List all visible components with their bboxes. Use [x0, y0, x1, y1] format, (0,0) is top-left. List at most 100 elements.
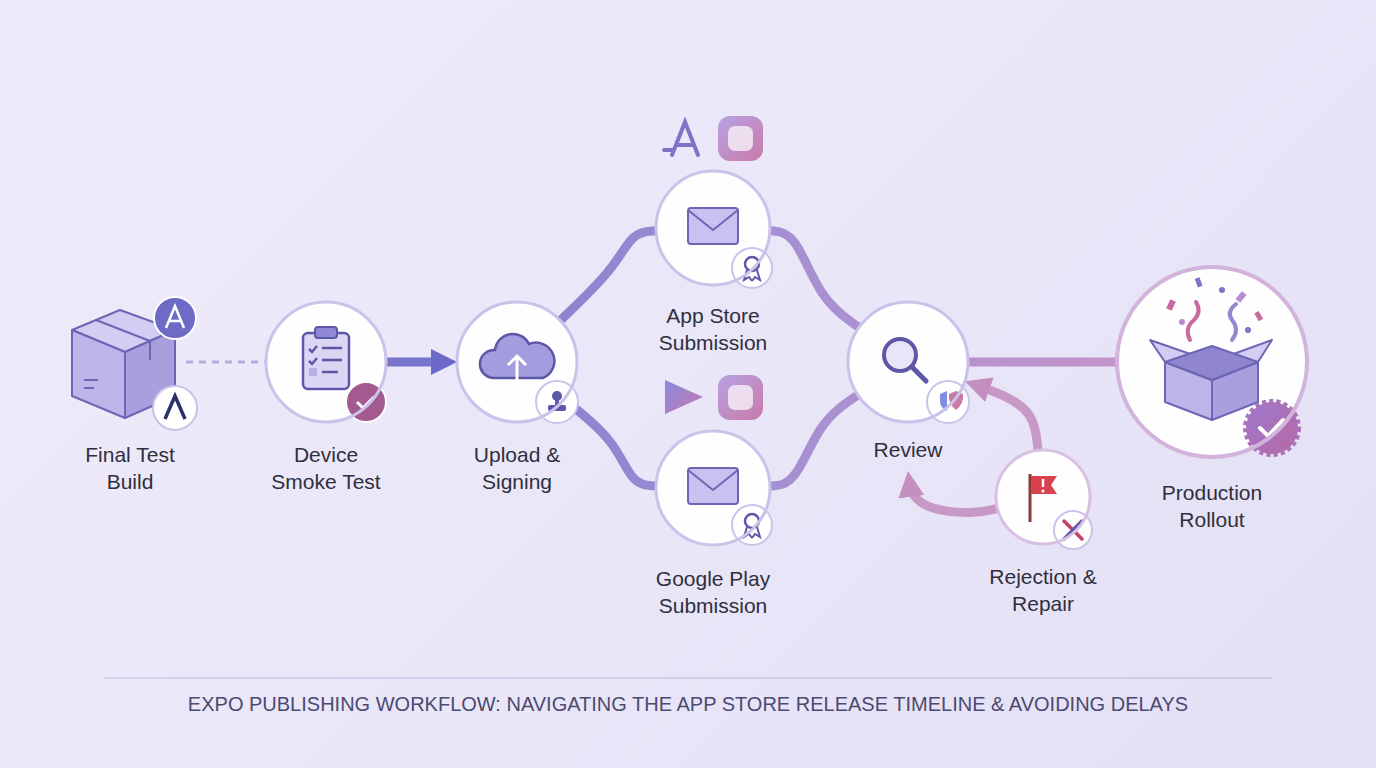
- magnifier-icon: [912, 367, 926, 381]
- confetti: [1195, 277, 1203, 287]
- expo-badge: [165, 396, 185, 419]
- app-store-icons: [664, 122, 698, 155]
- circle-outline: [992, 446, 1094, 548]
- circle-outline: [652, 167, 774, 289]
- google-play-icons: [665, 380, 703, 414]
- step-label: App Store Submission: [638, 302, 788, 356]
- circle-outline: [262, 298, 390, 426]
- open-box-icon: [1150, 340, 1272, 420]
- expo-badge: [153, 386, 197, 430]
- envelope-icon: [688, 208, 738, 244]
- circle-fill: [457, 302, 577, 422]
- step-label: Final Test Build: [70, 441, 190, 495]
- label-group: Review: [853, 436, 963, 463]
- circle-fill: [848, 302, 968, 422]
- label-group: Final Test Build: [70, 441, 190, 495]
- label-group: Device Smoke Test: [264, 441, 389, 495]
- package-icon: [72, 330, 125, 418]
- step-label: Production Rollout: [1147, 479, 1277, 533]
- confetti: [1230, 304, 1236, 340]
- confetti: [1179, 319, 1185, 325]
- step-circle: Upload & Signing: [453, 302, 582, 495]
- open-box-icon: [1165, 346, 1258, 380]
- circle-fill: [656, 171, 770, 285]
- circle-border: [266, 302, 386, 422]
- circle-border: [656, 171, 770, 285]
- envelope-icon: [688, 468, 772, 545]
- step-label: Rejection & Repair: [978, 563, 1108, 617]
- flag-icon: [1030, 474, 1092, 549]
- confetti: [1254, 311, 1263, 321]
- step-circle: App Store Submission: [636, 171, 790, 356]
- circle-border: [996, 450, 1090, 544]
- confetti: [1219, 287, 1225, 293]
- circle-fill: [1117, 267, 1307, 457]
- circle-outline: [652, 427, 774, 549]
- label-group: Production Rollout: [1147, 479, 1277, 533]
- app-store-icons: [728, 126, 753, 151]
- google-play-icons: [718, 375, 763, 420]
- expo-badge: [153, 297, 197, 430]
- envelope-icon: [688, 470, 738, 490]
- circle-outline: [1113, 263, 1311, 461]
- google-play-icons: [665, 375, 763, 420]
- circle-outline: [453, 298, 581, 426]
- google-play-icons: [728, 385, 753, 410]
- cloud-upload-icon: [480, 334, 578, 423]
- clipboard-icon: [315, 327, 337, 338]
- flow-connector: [564, 399, 656, 486]
- circle-outline: [844, 298, 972, 426]
- package-icon: [96, 320, 150, 360]
- confetti: [1235, 291, 1246, 303]
- cloud-upload-icon: [508, 356, 526, 388]
- confetti: [1166, 277, 1263, 340]
- label-group: Upload & Signing: [455, 441, 580, 495]
- step-label: Review: [853, 436, 963, 463]
- confetti: [1166, 299, 1176, 311]
- step-label: Google Play Submission: [638, 565, 788, 619]
- circle-fill: [266, 302, 386, 422]
- envelope-icon: [688, 210, 738, 230]
- diagram-caption: EXPO PUBLISHING WORKFLOW: NAVIGATING THE…: [0, 690, 1376, 718]
- step-circle: Google Play Submission: [636, 431, 790, 619]
- clipboard-icon: [309, 368, 317, 376]
- flag-icon: [1042, 479, 1045, 487]
- caption-rule: [104, 678, 1272, 679]
- label-group: Rejection & Repair: [978, 563, 1108, 617]
- flow-connector: [968, 358, 1117, 367]
- flow-connector: [770, 395, 858, 486]
- circle-fill: [266, 171, 1307, 545]
- flow-connector: [770, 231, 859, 328]
- expo-badge: [166, 306, 184, 328]
- package-icon: [84, 380, 98, 388]
- circle-border: [848, 302, 968, 422]
- circle-border: [457, 302, 577, 422]
- expo-badge: [154, 297, 196, 339]
- clipboard-icon: [303, 333, 349, 389]
- dashed-connector: [186, 361, 266, 364]
- step-circle: Rejection & Repair: [976, 450, 1110, 617]
- envelope-icon: [688, 208, 772, 288]
- label-group: Google Play Submission: [638, 565, 788, 619]
- envelope-icon: [688, 468, 738, 504]
- app-store-icons: [718, 116, 763, 161]
- app-store-icons: [664, 116, 763, 161]
- magnifier-icon: [949, 391, 963, 410]
- step-circle: Production Rollout: [1113, 267, 1311, 533]
- circle-border: [656, 431, 770, 545]
- step-circle: Device Smoke Test: [262, 302, 391, 495]
- confetti: [1188, 302, 1199, 340]
- magnifier-icon: [884, 339, 969, 423]
- flow-connector: [910, 484, 998, 513]
- flow-connector: [386, 358, 444, 367]
- flag-icon: [1031, 476, 1057, 494]
- step-label: Device Smoke Test: [264, 441, 389, 495]
- label-group: App Store Submission: [638, 302, 788, 356]
- flow-connector: [560, 231, 656, 321]
- circle-border: [1117, 267, 1307, 457]
- flag-icon: [1041, 489, 1044, 492]
- circle-fill: [656, 431, 770, 545]
